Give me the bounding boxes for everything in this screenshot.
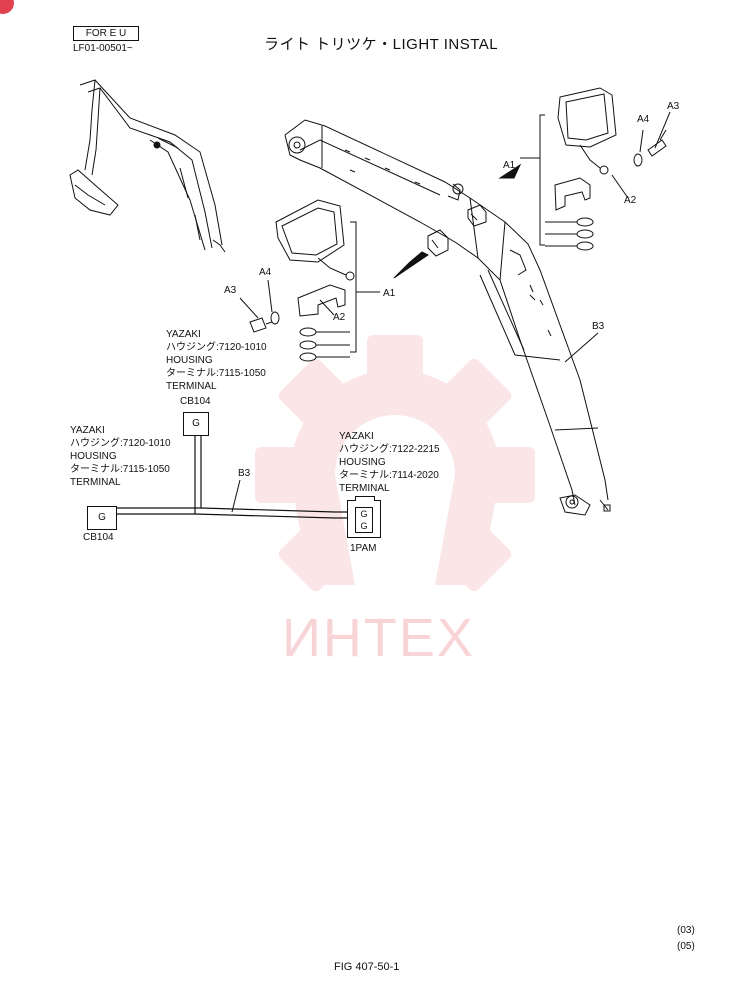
cb104-left-housing-en: HOUSING — [70, 451, 117, 462]
cb104-upper-maker: YAZAKI — [166, 329, 201, 340]
part-label-a2-upper: A2 — [624, 195, 637, 206]
page-title: ライト トリツケ・LIGHT INSTAL — [264, 36, 499, 53]
upper-lamp — [520, 87, 671, 251]
part-label-b3-boom: B3 — [592, 321, 605, 332]
cb104-left-housing-jp: ハウジング:7120-1010 — [70, 438, 171, 449]
part-label-a3-upper: A3 — [667, 101, 680, 112]
cb104-upper-housing-jp: ハウジング:7120-1010 — [166, 342, 267, 353]
cb104-left-terminal-jp: ターミナル:7115-1050 — [70, 464, 170, 475]
pam-id: 1PAM — [350, 543, 377, 554]
cb104-left-terminal-en: TERMINAL — [70, 477, 121, 488]
left-lamp — [239, 199, 380, 362]
footer-code-1: (03) — [677, 925, 695, 936]
cb104-left-id: CB104 — [83, 532, 114, 543]
part-label-a3-left: A3 — [224, 285, 237, 296]
part-label-b3-harness: B3 — [238, 468, 251, 479]
cb104-left-connector: G — [87, 506, 117, 530]
pam-pin-1: G — [360, 509, 368, 519]
cb104-left-maker: YAZAKI — [70, 425, 105, 436]
pam-terminal-en: TERMINAL — [339, 483, 390, 494]
overview-boom — [69, 79, 226, 253]
boom-brackets — [393, 163, 522, 279]
watermark-text: ИНТЕХ — [282, 608, 475, 668]
part-label-a4-upper: A4 — [637, 114, 650, 125]
region-label: FOR E U — [73, 26, 139, 41]
pam-housing-jp: ハウジング:7122-2215 — [339, 444, 440, 455]
part-label-a4-left: A4 — [259, 267, 272, 278]
cb104-upper-terminal-jp: ターミナル:7115-1050 — [166, 368, 266, 379]
figure-number: FIG 407-50-1 — [334, 961, 400, 973]
serial-range: LF01-00501~ — [73, 43, 133, 54]
corner-badge — [0, 0, 14, 14]
pam-terminal-jp: ターミナル:7114-2020 — [339, 470, 439, 481]
pam-maker: YAZAKI — [339, 431, 374, 442]
pam-connector: G G — [347, 496, 381, 538]
part-label-a1-upper: A1 — [503, 160, 516, 171]
main-boom — [284, 119, 611, 516]
cb104-upper-id: CB104 — [180, 396, 211, 407]
wiring-harness — [117, 436, 347, 519]
cb104-upper-housing-en: HOUSING — [166, 355, 213, 366]
cb104-upper-connector: G — [183, 412, 209, 436]
footer-code-2: (05) — [677, 941, 695, 952]
part-label-a2-left: A2 — [333, 312, 346, 323]
pam-pin-2: G — [360, 521, 368, 531]
pam-housing-en: HOUSING — [339, 457, 386, 468]
cb104-upper-terminal-en: TERMINAL — [166, 381, 217, 392]
part-label-a1-left: A1 — [383, 288, 396, 299]
